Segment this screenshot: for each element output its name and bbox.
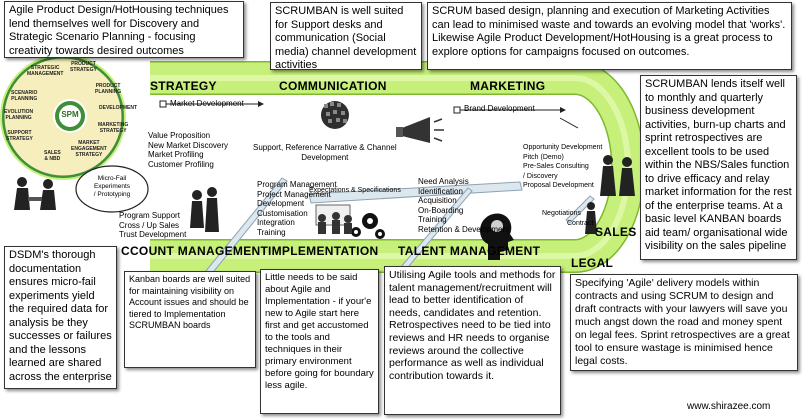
expectations-label: Expectations & Specifications	[309, 187, 401, 194]
scrum-marketing-box: SCRUM based design, planning and executi…	[427, 2, 792, 70]
spm-center-label: SPM	[61, 110, 79, 119]
market-development-label: Market Development	[170, 99, 244, 108]
account-people-icon	[190, 187, 219, 232]
section-legal: LEGAL	[571, 256, 614, 270]
talent-management-box: Utilising Agile tools and methods for ta…	[384, 266, 561, 415]
kanban-account-box: Kanban boards are well suited for mainta…	[124, 271, 256, 368]
spm-product-planning: PRODUCT PLANNING	[95, 83, 122, 95]
contract-label: Contract	[567, 220, 594, 227]
spm-strategic-management: STRATEGIC MANAGEMENT	[27, 65, 64, 77]
section-strategy: STRATEGY	[150, 79, 217, 93]
implementation-box: Little needs to be said about Agile and …	[260, 269, 379, 414]
agile-legal-box: Specifying 'Agile' delivery models withi…	[570, 274, 798, 371]
sales-activity-list: Opportunity Development Pitch (Demo) Pre…	[523, 144, 603, 189]
spm-market-engagement-strategy: MARKET ENGAGEMENT STRATEGY	[71, 140, 107, 158]
section-account-management: CCOUNT MANAGEMENT	[121, 244, 269, 258]
legal-people-icon	[585, 202, 597, 234]
negotiations-label: Negotiations	[542, 210, 581, 217]
talent-activity-list: Need Analysis Identification Acquisition…	[418, 177, 510, 234]
section-talent-management: TALENT MANAGEMENT	[398, 244, 541, 258]
brand-development-label: Brand Development	[464, 104, 535, 113]
team-people-icon	[315, 204, 352, 234]
sales-people-icon	[600, 155, 635, 196]
scrumban-support-box: SCRUMBAN is well suited for Support desk…	[270, 2, 422, 71]
prototyping-people-icon	[14, 177, 56, 210]
implementation-activity-list: Program Management Project Management De…	[257, 180, 337, 237]
strategy-activity-list: Value Proposition New Market Discovery M…	[148, 131, 229, 169]
section-marketing: MARKETING	[470, 79, 546, 93]
account-activity-list: Program Support Cross / Up Sales Trust D…	[119, 211, 187, 239]
spm-sales-nbd: SALES & NBD	[44, 150, 61, 162]
communication-activity-list: Support, Reference Narrative & Channel D…	[253, 143, 397, 162]
spm-development: DEVELOPMENT	[99, 105, 138, 111]
micro-fail-label: Micro-Fail Experiments / Prototyping	[93, 175, 131, 198]
website-link[interactable]: www.shirazee.com	[687, 401, 771, 412]
spm-support-strategy: SUPPORT STRATEGY	[6, 130, 33, 142]
section-communication: COMMUNICATION	[279, 79, 387, 93]
spm-marketing-strategy: MARKETING STRATEGY	[98, 122, 129, 134]
megaphone-icon	[396, 117, 444, 143]
dsdm-box: DSDM's thorough documentation ensures mi…	[4, 246, 117, 389]
spm-scenario-planning: SCENARIO PLANNING	[11, 90, 38, 102]
spm-product-strategy: PRODUCT STRATEGY	[70, 61, 97, 73]
section-sales: SALES	[595, 225, 637, 239]
scrumban-sales-box: SCRUMBAN lends itself well to monthly an…	[640, 75, 797, 260]
micro-fail-ellipse	[75, 165, 149, 213]
section-implementation: IMPLEMENTATION	[268, 244, 379, 258]
gears-icon	[351, 213, 385, 239]
spm-evolution-planning: EVOLUTION PLANNING	[4, 109, 34, 121]
agile-product-design-box: Agile Product Design/HotHousing techniqu…	[4, 1, 244, 58]
head-icon	[480, 213, 514, 260]
